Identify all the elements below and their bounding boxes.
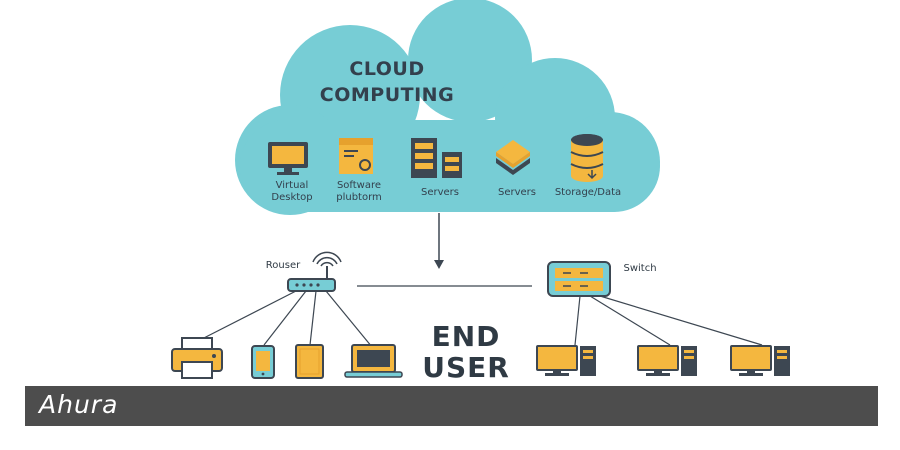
desktop-pc-icon [536, 345, 596, 376]
laptop-icon [344, 344, 403, 378]
desktop-pc-icon [637, 345, 697, 376]
phone-icon [251, 345, 275, 379]
end-user-line1: END [432, 320, 501, 353]
database-icon [570, 134, 604, 182]
cloud-item-label: Virtual [276, 180, 309, 191]
monitor-icon [268, 142, 308, 175]
switch-label: Switch [623, 263, 656, 274]
brand-footer-bar: Ahura [25, 386, 878, 426]
cloud-item-label: plubtorm [336, 192, 382, 203]
printer-icon [171, 337, 223, 379]
cloud-title-line2: COMPUTING [320, 84, 454, 106]
router-device-links [195, 290, 373, 348]
cloud-title-line1: CLOUD [349, 58, 424, 80]
cloud-item-label: Storage/Data [555, 187, 621, 198]
cloud-down-arrow [434, 213, 444, 269]
router-icon [287, 251, 342, 292]
server-rack-icon [411, 138, 462, 178]
cloud-network-diagram: CLOUD COMPUTING Virtual Desktop Software… [171, 0, 790, 384]
switch-icon [547, 261, 611, 297]
router-label: Rouser [266, 260, 301, 271]
cloud-item-label: Servers [498, 187, 536, 198]
tablet-icon [295, 344, 324, 379]
cloud-item-label: Software [337, 180, 381, 191]
end-user-line2: USER [422, 351, 510, 384]
cloud-item-label: Desktop [271, 192, 312, 203]
cloud-item-label: Servers [421, 187, 459, 198]
switch-device-links [574, 295, 763, 346]
desktop-pc-icon [730, 345, 790, 376]
ahura-logo: Ahura [39, 390, 119, 419]
software-platform-icon [339, 138, 373, 174]
layers-icon [496, 140, 530, 175]
